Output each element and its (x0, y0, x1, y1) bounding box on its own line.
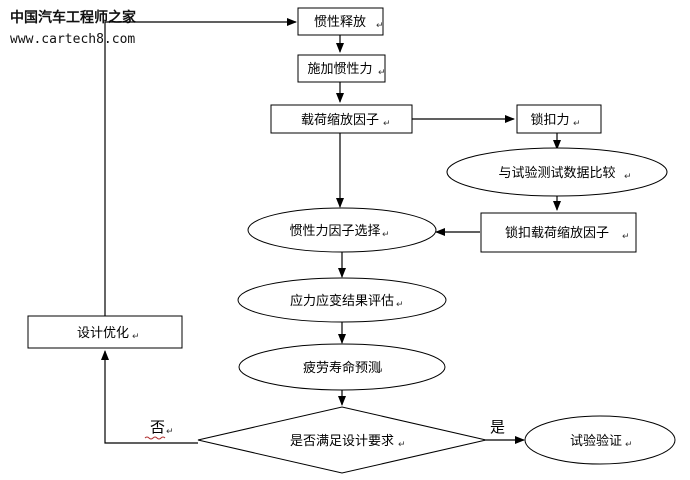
node-lock-load-scale-factor-label: 锁扣载荷缩放因子 (505, 225, 609, 241)
svg-text:↵: ↵ (132, 332, 140, 342)
watermark-url: www.cartech8.com (10, 32, 135, 47)
edge-label-yes: 是 (490, 418, 505, 436)
node-apply-inertia-force: 施加惯性力 ↵ (297, 54, 386, 83)
node-test-verify-label: 试验验证 (570, 433, 622, 449)
watermark: 中国汽车工程师之家 www.cartech8.com (10, 9, 137, 47)
node-lock-force: 锁扣力 ↵ (516, 104, 602, 134)
node-test-verify: 试验验证 ↵ (524, 415, 676, 465)
node-compare-test-data-label: 与试验测试数据比较 (498, 165, 615, 181)
node-stress-strain-eval: 应力应变结果评估 ↵ (237, 277, 447, 323)
node-inertia-factor-select-label: 惯性力因子选择 (289, 223, 380, 239)
node-design-optimize-label: 设计优化 (77, 326, 129, 341)
svg-text:↵: ↵ (166, 427, 174, 437)
node-fatigue-life-predict-label: 疲劳寿命预测 (303, 360, 381, 376)
node-meets-requirements: 是否满足设计要求 ↵ (197, 406, 487, 474)
svg-text:↵: ↵ (382, 230, 390, 240)
node-inertia-release: 惯性释放 ↵ (297, 7, 384, 36)
node-design-optimize: 设计优化 ↵ (27, 315, 183, 349)
node-fatigue-life-predict: 疲劳寿命预测 ↵ (238, 343, 446, 391)
svg-text:↵: ↵ (383, 119, 391, 129)
svg-text:↵: ↵ (622, 232, 630, 242)
svg-text:↵: ↵ (624, 172, 632, 182)
node-lock-load-scale-factor: 锁扣载荷缩放因子 ↵ (480, 212, 637, 253)
node-compare-test-data: 与试验测试数据比较 ↵ (446, 147, 668, 197)
svg-text:↵: ↵ (376, 21, 384, 31)
node-inertia-factor-select: 惯性力因子选择 ↵ (247, 207, 437, 253)
node-meets-requirements-label: 是否满足设计要求 (290, 434, 394, 449)
arrow-decision-to-optimize (101, 350, 198, 444)
svg-text:↵: ↵ (398, 440, 406, 450)
svg-text:↵: ↵ (378, 68, 386, 78)
svg-text:↵: ↵ (376, 367, 384, 377)
node-load-scale-factor-label: 载荷缩放因子 (301, 112, 379, 128)
spellcheck-underline (144, 436, 166, 440)
node-load-scale-factor: 载荷缩放因子 ↵ (270, 104, 413, 134)
edge-label-no: 否 ↵ (144, 418, 174, 440)
node-inertia-release-label: 惯性释放 (314, 14, 366, 30)
svg-text:↵: ↵ (396, 300, 404, 310)
svg-text:↵: ↵ (573, 119, 581, 129)
watermark-title: 中国汽车工程师之家 (10, 9, 137, 26)
arrow-optimize-to-release (104, 18, 297, 316)
node-stress-strain-eval-label: 应力应变结果评估 (290, 293, 394, 309)
node-apply-inertia-force-label: 施加惯性力 (307, 61, 372, 77)
edge-label-yes-text: 是 (490, 418, 505, 436)
connectors (101, 18, 561, 444)
svg-text:↵: ↵ (625, 440, 633, 450)
edge-label-no-text: 否 (150, 418, 165, 436)
node-lock-force-label: 锁扣力 (530, 112, 569, 128)
